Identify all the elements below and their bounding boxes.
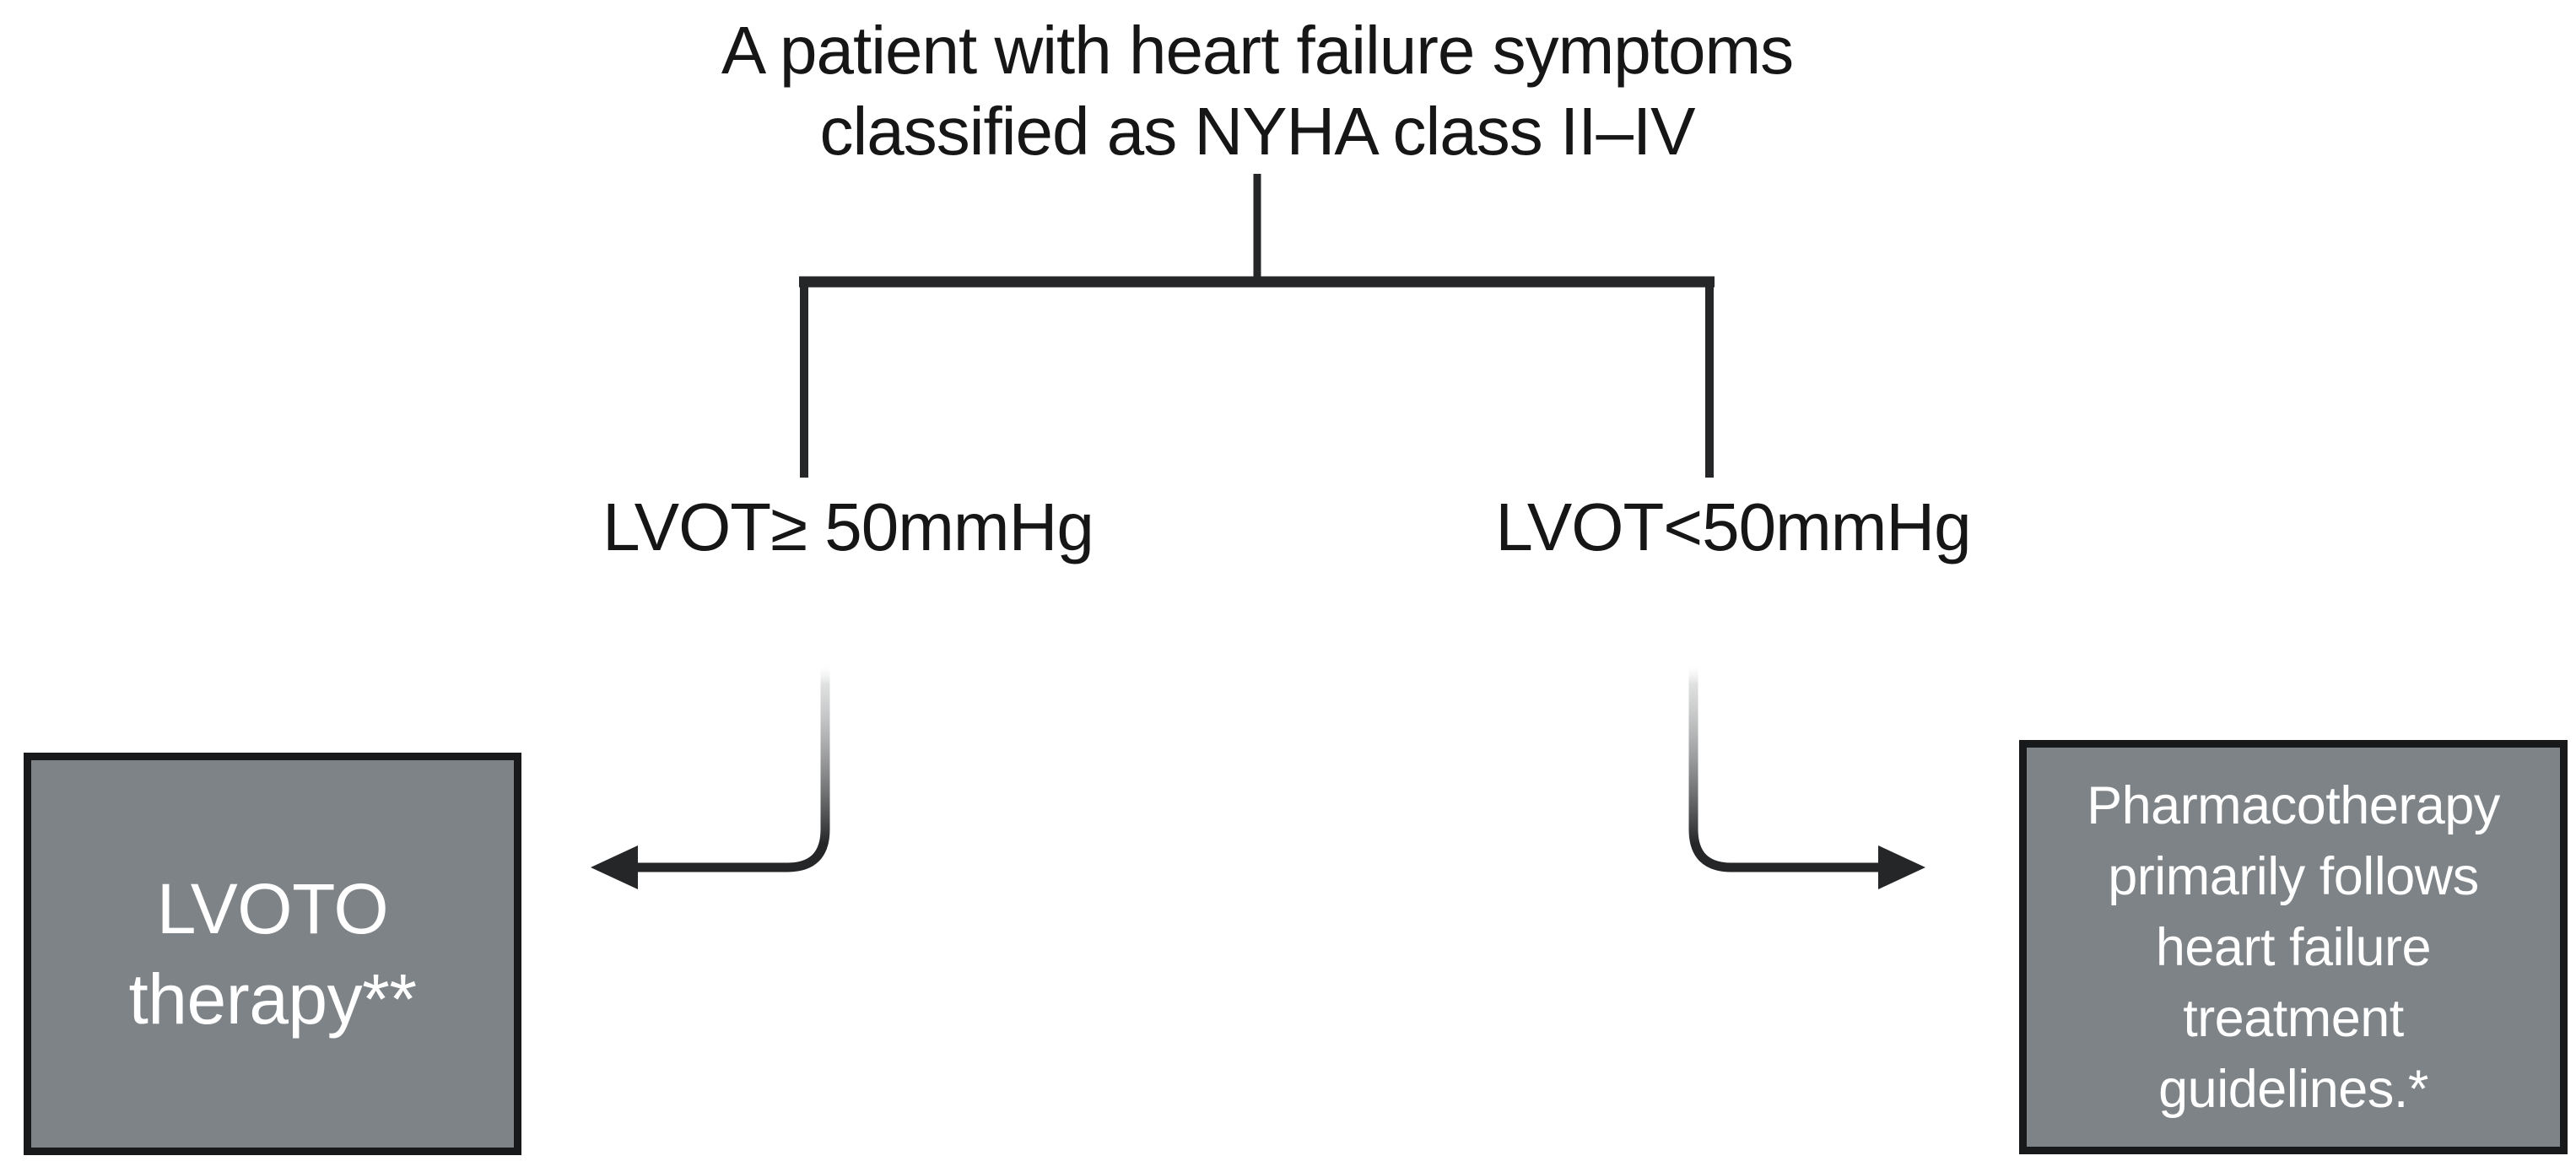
right-condition-label: LVOT<50mmHg (1495, 489, 1971, 564)
root-node-line2: classified as NYHA class II–IV (819, 94, 1695, 169)
right-arrowhead-icon (1878, 845, 1925, 889)
root-node-line1: A patient with heart failure symptoms (721, 13, 1794, 88)
outcome-line: treatment (2183, 988, 2404, 1048)
outcome-line: heart failure (2155, 917, 2432, 977)
outcome-line: guidelines.* (2158, 1059, 2428, 1119)
outcome-line: primarily follows (2108, 846, 2479, 906)
root-node: A patient with heart failure symptoms cl… (413, 10, 2101, 172)
outcome-line: therapy** (128, 959, 417, 1039)
right-outcome-box: Pharmacotherapy primarily follows heart … (2019, 740, 2568, 1154)
left-arrowhead-icon (591, 845, 638, 889)
left-condition-label: LVOT≥ 50mmHg (602, 489, 1094, 564)
right-arrow-line (1688, 663, 1878, 872)
left-arrow-line (602, 663, 830, 872)
left-outcome-box: LVOTO therapy** (24, 753, 521, 1155)
outcome-line: Pharmacotherapy (2087, 775, 2500, 835)
outcome-line: LVOTO (156, 868, 389, 948)
